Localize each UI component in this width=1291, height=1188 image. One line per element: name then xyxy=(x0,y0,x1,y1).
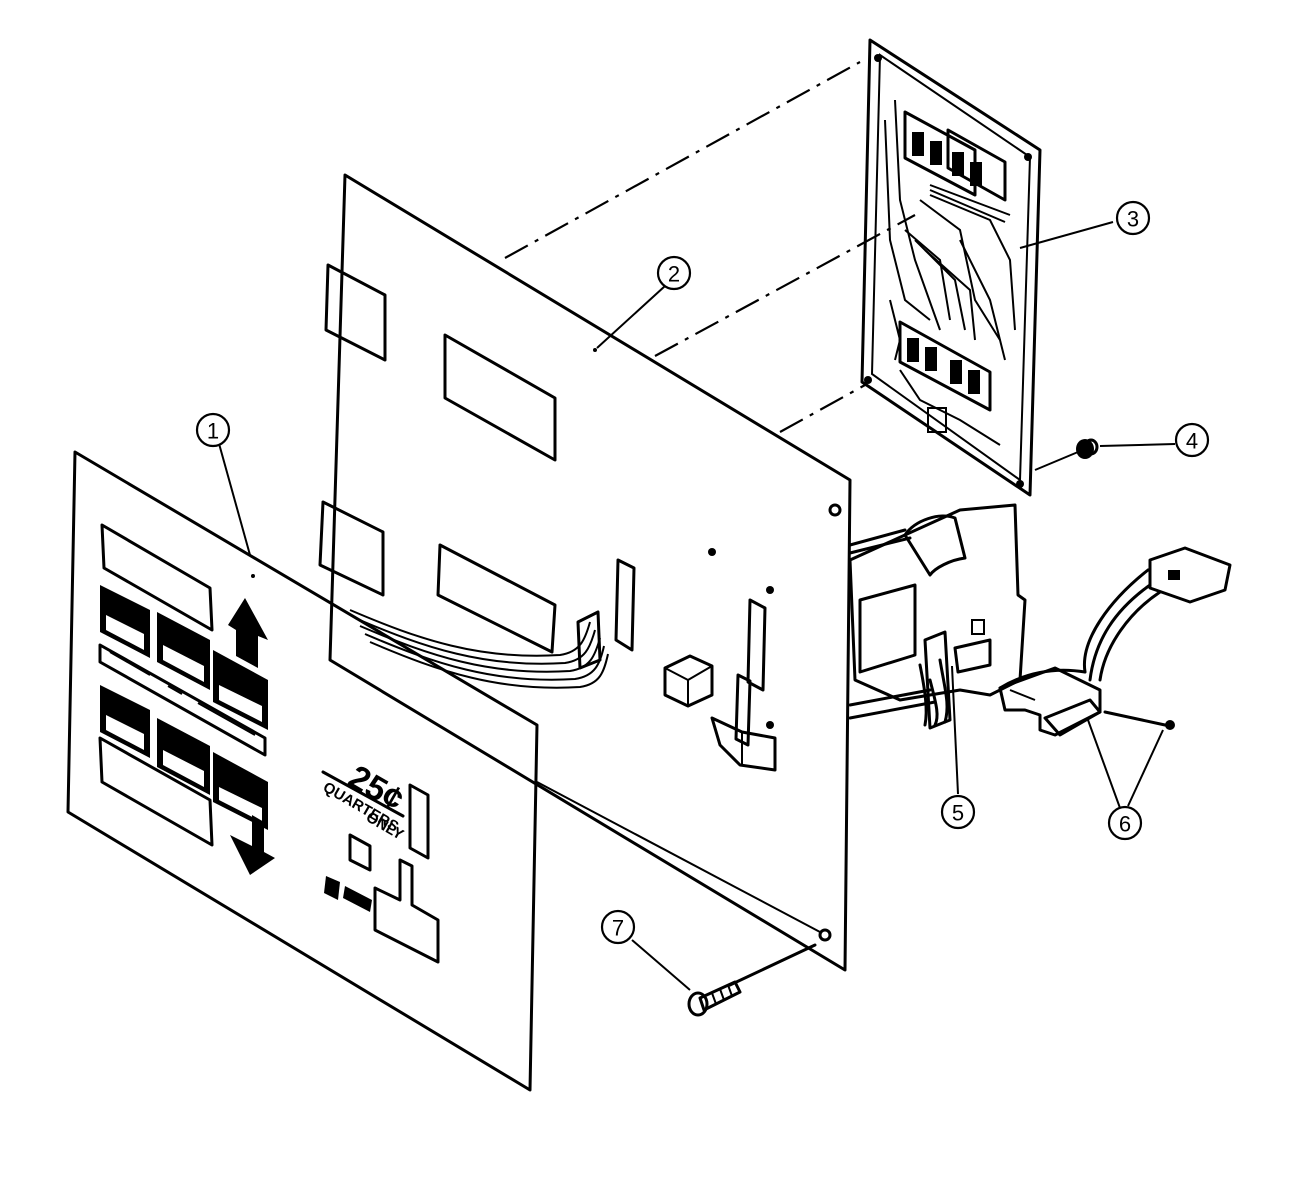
callout-5: 5 xyxy=(940,794,976,830)
callout-6-label: 6 xyxy=(1119,812,1131,837)
leader-lines xyxy=(217,221,1176,991)
callout-4: 4 xyxy=(1174,422,1210,458)
callout-5-label: 5 xyxy=(952,801,964,826)
standoff-spacer xyxy=(1034,438,1099,471)
keypad-lower xyxy=(100,685,268,830)
control-board xyxy=(318,173,852,972)
callout-4-label: 4 xyxy=(1186,429,1198,454)
panel-price-text: 25¢ QUARTERS ONLY xyxy=(320,758,410,844)
callout-3-label: 3 xyxy=(1127,207,1139,232)
coin-slot-bracket xyxy=(710,673,777,772)
upper-led-digits xyxy=(903,110,1007,202)
mounting-screw xyxy=(687,943,817,1017)
ribbon-cable xyxy=(349,609,609,689)
keypad-upper xyxy=(100,585,268,730)
callout-1-label: 1 xyxy=(207,419,219,444)
alignment-lines xyxy=(504,61,916,933)
relay-block xyxy=(663,654,714,708)
arrow-down-icon xyxy=(230,815,275,875)
arrow-up-icon xyxy=(228,598,268,668)
front-overlay-panel xyxy=(66,450,539,1092)
callout-7: 7 xyxy=(600,909,636,945)
callout-3: 3 xyxy=(1115,200,1151,236)
callout-2: 2 xyxy=(656,255,692,291)
callout-6: 6 xyxy=(1107,805,1143,841)
callout-2-label: 2 xyxy=(668,262,680,287)
board-traces xyxy=(884,99,1016,446)
optical-sensor-harness xyxy=(998,546,1232,737)
callout-7-label: 7 xyxy=(612,916,624,941)
coin-return-icon xyxy=(324,876,372,912)
callout-1: 1 xyxy=(195,412,231,448)
display-circuit-board xyxy=(860,38,1042,497)
coin-switch-assembly xyxy=(848,503,1027,730)
lower-led-digits xyxy=(898,320,992,412)
